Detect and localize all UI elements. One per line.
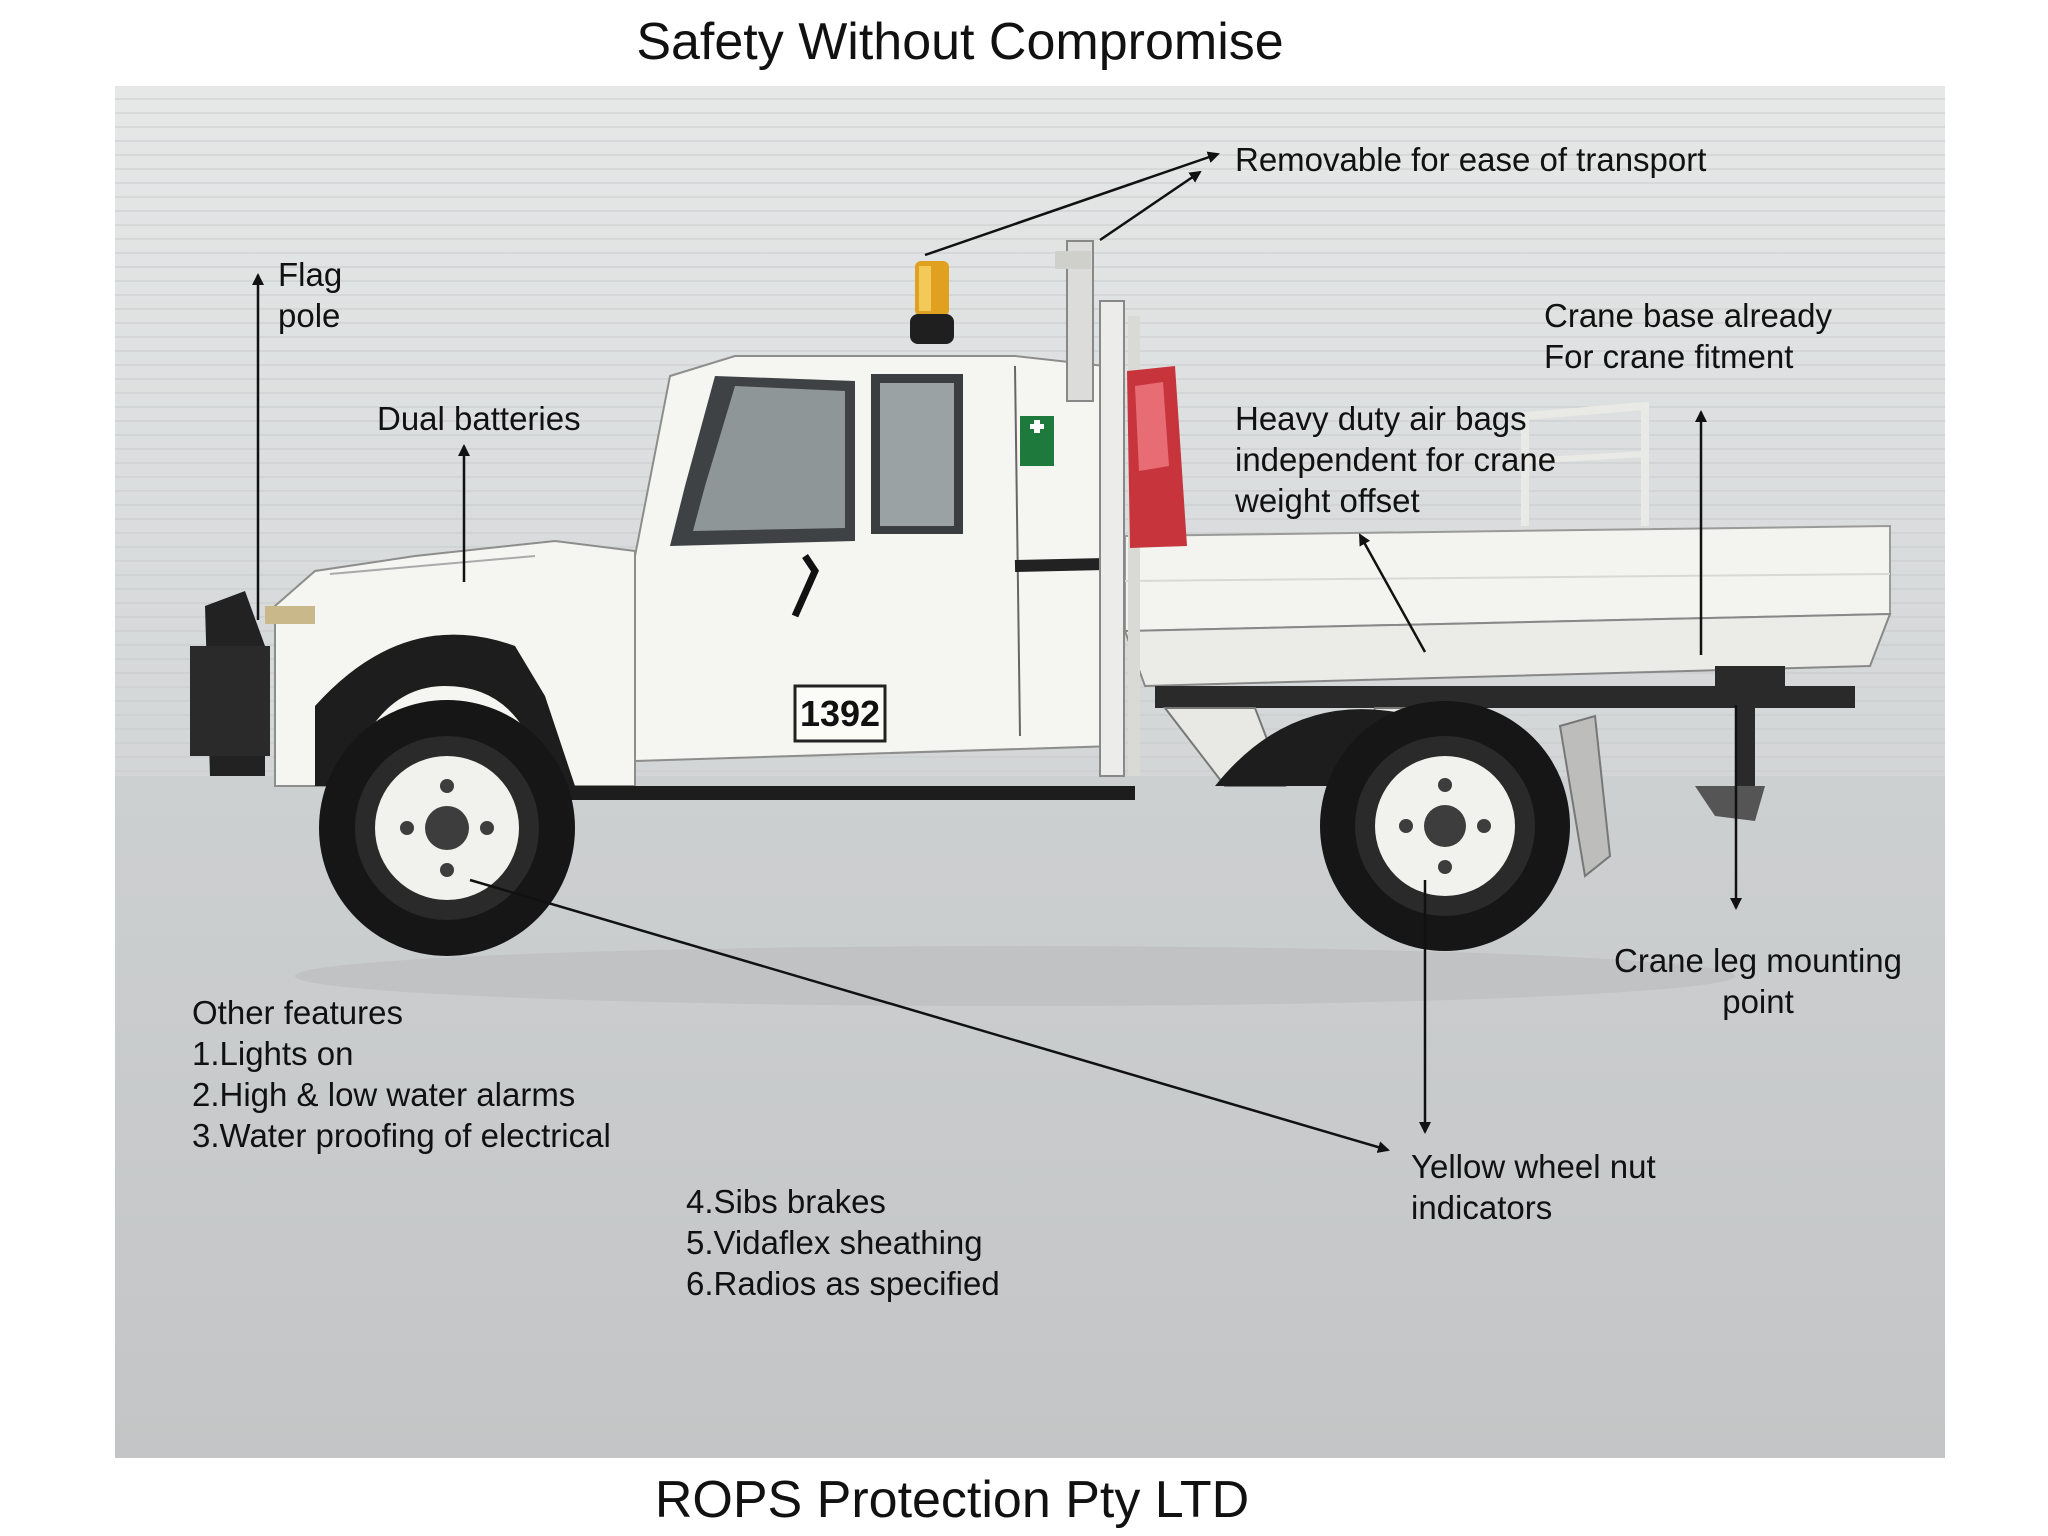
vehicle-plate-number: 1392 (800, 693, 880, 734)
company-footer: ROPS Protection Pty LTD (654, 1471, 1250, 1529)
callout-wheel-nut: Yellow wheel nut indicators (1411, 1148, 1656, 1226)
feature-item: 5.Vidaflex sheathing (686, 1224, 983, 1261)
other-features-list: Other features 1.Lights on 2.High & low … (192, 992, 611, 1156)
callout-dual-batteries: Dual batteries (377, 400, 581, 437)
feature-item: 3.Water proofing of electrical (192, 1117, 611, 1154)
callout-removable: Removable for ease of transport (1235, 141, 1707, 178)
feature-item: 2.High & low water alarms (192, 1076, 576, 1113)
callout-flag-pole: Flag pole (278, 256, 343, 334)
feature-item: 1.Lights on (192, 1035, 354, 1072)
other-features-list-continued: 4.Sibs brakes 5.Vidaflex sheathing 6.Rad… (686, 1181, 1000, 1304)
callout-air-bags: Heavy duty air bags independent for cran… (1235, 400, 1557, 519)
page-title: Safety Without Compromise (636, 13, 1284, 71)
callout-crane-leg: Crane leg mounting point (1614, 942, 1903, 1020)
callout-crane-base: Crane base already For crane fitment (1544, 297, 1833, 375)
other-features-heading: Other features (192, 994, 403, 1031)
feature-item: 6.Radios as specified (686, 1265, 1000, 1302)
vehicle-photo: 1392 (115, 86, 1945, 1458)
feature-item: 4.Sibs brakes (686, 1183, 886, 1220)
